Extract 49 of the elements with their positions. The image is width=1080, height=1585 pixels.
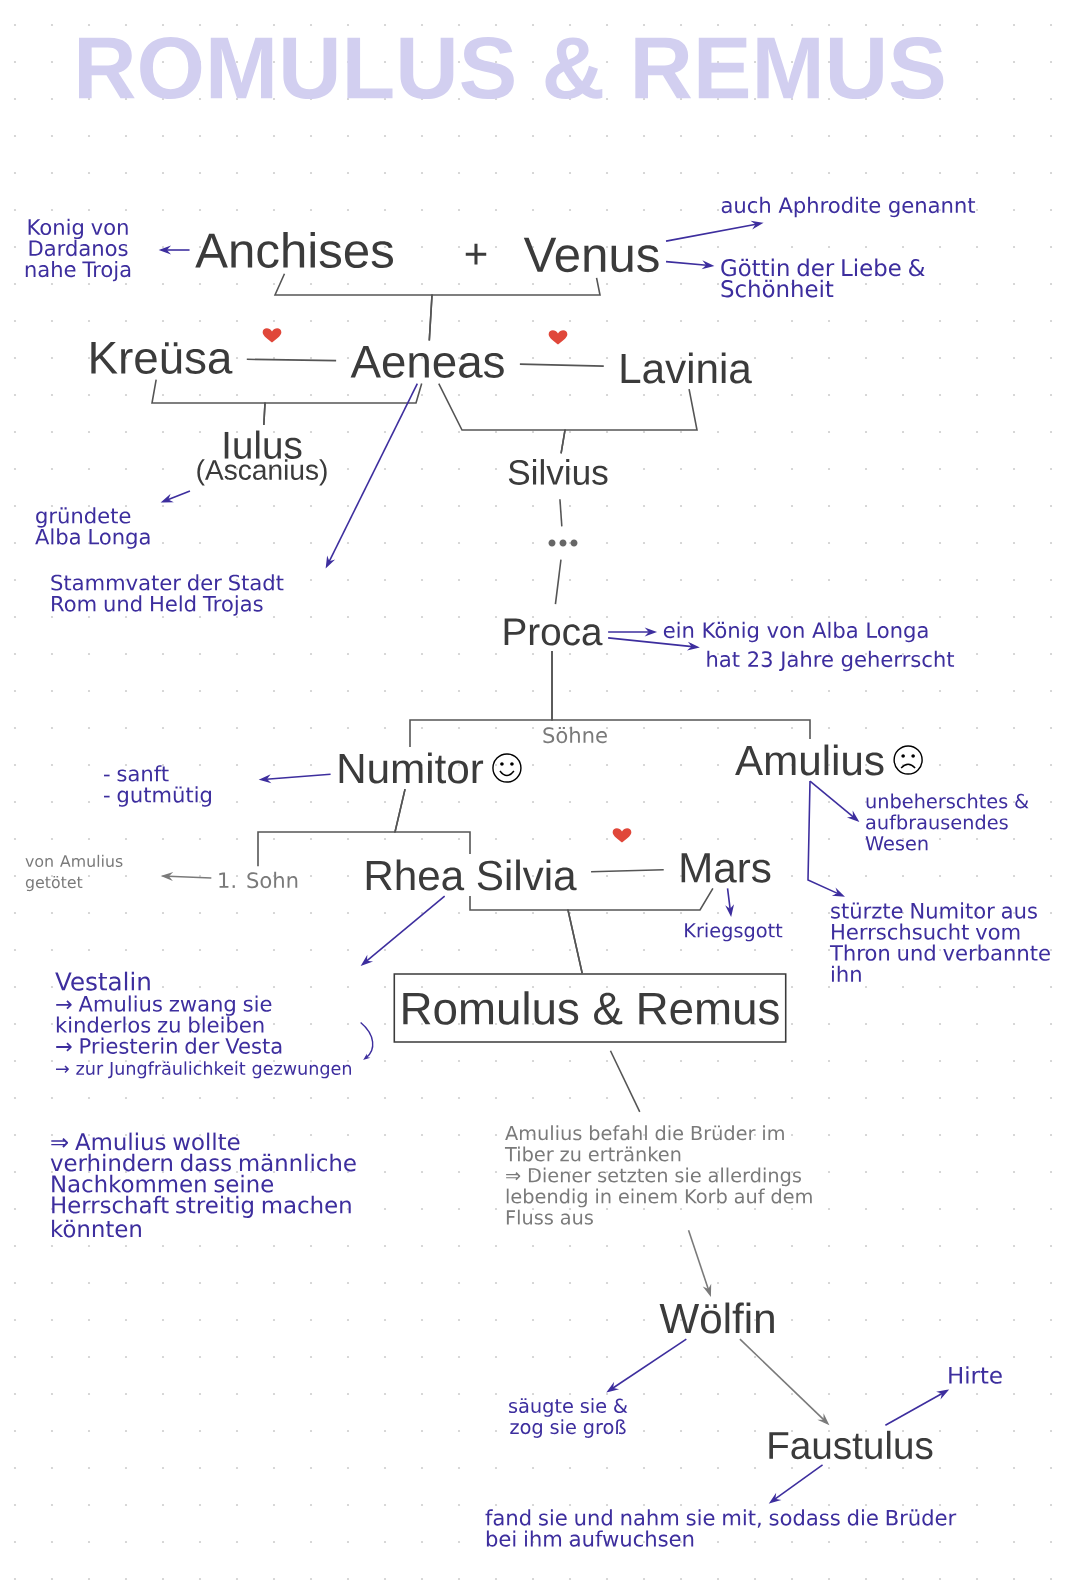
note-text: Hirte <box>949 1366 1002 1384</box>
label-text: Söhne <box>543 726 607 744</box>
note-text: 1. Sohn <box>219 871 298 889</box>
name-text: Anchises <box>195 231 393 269</box>
note-text: unbeherschtes & aufbrausendes Wesen <box>865 793 1029 851</box>
note-text: Vestalin → Amulius zwang sie kinderlos zu bleiben → Priesterin der Vesta → zur Jungfräulichkeit gezwungen <box>55 971 351 1079</box>
name-text: Silvius <box>508 459 608 485</box>
note-text: von Amulius getötet <box>25 854 123 892</box>
note-text: Kriegsgott <box>685 922 783 942</box>
note-text: Konig von Dardanos nahe Troja <box>25 218 131 282</box>
note-text: ⇒ Amulius wollte verhindern dass männliche Nachkommen seine Herrschaft streitig machen könnten <box>50 1132 356 1238</box>
ellipsis-dots <box>548 539 578 547</box>
name-text: Venus <box>523 237 659 273</box>
connector-line <box>519 363 605 367</box>
name-text: Numitor <box>339 752 484 784</box>
note-text: Stammvater der Stadt Rom und Held Trojas <box>51 574 284 616</box>
connector-line <box>428 277 601 342</box>
connector-line <box>560 388 698 455</box>
connector-line <box>554 558 562 605</box>
note-text: Göttin der Liebe & Schönheit <box>721 258 925 298</box>
connector-line <box>559 498 563 528</box>
plus-sign: + <box>465 243 487 265</box>
connector-line <box>551 650 811 740</box>
connector-line <box>263 382 423 426</box>
name-text: Mars <box>681 853 771 883</box>
title-box: Romulus & Remus <box>393 973 787 1043</box>
name-text: Wölfin <box>659 1302 774 1334</box>
note-text: - sanft - gutmütig <box>104 765 211 807</box>
note-text: ein König von Alba Longa <box>663 621 928 643</box>
connector-line <box>609 1049 641 1113</box>
name-text: Iulus (Ascanius) <box>197 430 327 486</box>
connector-line <box>246 358 337 362</box>
note-text: auch Aphrodite genannt <box>721 196 976 218</box>
name-text: Proca <box>504 618 603 646</box>
connector-line <box>567 887 714 974</box>
connector-line <box>394 788 471 855</box>
note-text: gründete Alba Longa <box>35 507 150 549</box>
note-text: Amulius befahl die Brüder im Tiber zu ertränken ⇒ Diener setzten sie allerdings lebendig in einem Korb auf dem Fluss aus <box>504 1125 812 1225</box>
name-text: Lavinia <box>621 352 752 384</box>
name-text: Rhea Silvia <box>366 859 577 891</box>
name-text: Faustulus <box>769 1430 933 1460</box>
name-text: Kreüsa <box>91 342 233 374</box>
note-text: hat 23 Jahre geherrscht <box>707 650 955 672</box>
note-text: fand sie und nahm sie mit, sodass die Brüder bei ihm aufwuchsen <box>485 1509 957 1547</box>
connector-line <box>590 868 665 873</box>
note-text: stürzte Numitor aus Herrschsucht vom Thron und verbannte ihn <box>829 902 1050 982</box>
name-text: Aeneas <box>350 346 504 378</box>
note-text: säugte sie & zog sie groß <box>509 1398 628 1438</box>
name-text: Amulius <box>735 744 884 776</box>
